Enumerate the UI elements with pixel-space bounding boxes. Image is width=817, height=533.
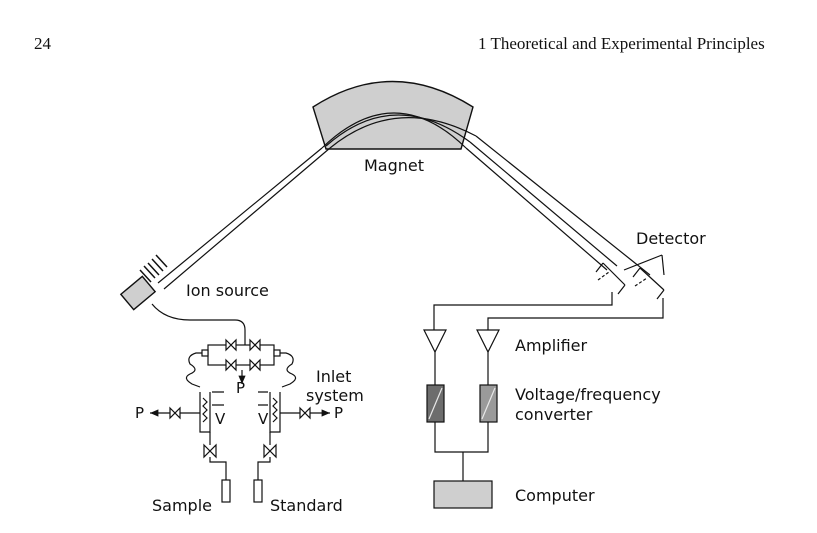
ion-beam-arc — [329, 117, 477, 149]
standard-vial — [253, 479, 263, 503]
ion-beam-right — [465, 135, 651, 276]
amplifier-1 — [423, 329, 447, 354]
ion-source — [119, 275, 157, 311]
detector-label: Detector — [636, 229, 706, 248]
detector-2 — [632, 267, 665, 300]
detector-wire — [487, 298, 664, 330]
capillary-coil-left — [185, 352, 202, 388]
ion-beam-left — [157, 147, 331, 290]
amplifier-2 — [476, 329, 500, 354]
left-pump-symbol: P — [135, 404, 144, 422]
capillary-coil-right — [280, 352, 297, 388]
sample-valve — [203, 443, 217, 459]
converter-label-2: converter — [515, 405, 593, 424]
chapter-title: 1 Theoretical and Experimental Principle… — [478, 34, 765, 53]
computer — [433, 480, 493, 509]
amplifier-label: Amplifier — [515, 336, 588, 355]
page-number: 24 — [34, 34, 51, 53]
sample-vial — [221, 479, 231, 503]
sample-label: Sample — [152, 496, 212, 515]
standard-label: Standard — [270, 496, 343, 515]
changeover-valve — [201, 338, 281, 384]
ion-source-label: Ion source — [186, 281, 269, 300]
sample-pump-valve — [169, 406, 181, 420]
standard-bellows — [258, 391, 281, 433]
detector-1 — [595, 262, 626, 295]
center-pump-symbol: P — [236, 379, 245, 397]
magnet-label: Magnet — [364, 156, 424, 175]
ion-slits — [139, 254, 168, 283]
detector-wire — [433, 292, 613, 330]
sample-bellows — [199, 391, 224, 433]
right-pump-symbol: P — [334, 404, 343, 422]
detector-pointer — [623, 254, 665, 276]
left-valve-symbol: V — [215, 410, 226, 428]
converter-label-1: Voltage/frequency — [515, 385, 661, 404]
inlet-label-1: Inlet — [316, 367, 351, 386]
computer-label: Computer — [515, 486, 595, 505]
right-valve-symbol: V — [258, 410, 269, 428]
standard-pump-valve — [299, 406, 311, 420]
ion-beam-arc — [325, 114, 471, 147]
inlet-label-2: system — [306, 386, 364, 405]
ion-beam-arc — [321, 112, 467, 149]
standard-valve — [263, 443, 277, 459]
capillary — [151, 303, 246, 345]
